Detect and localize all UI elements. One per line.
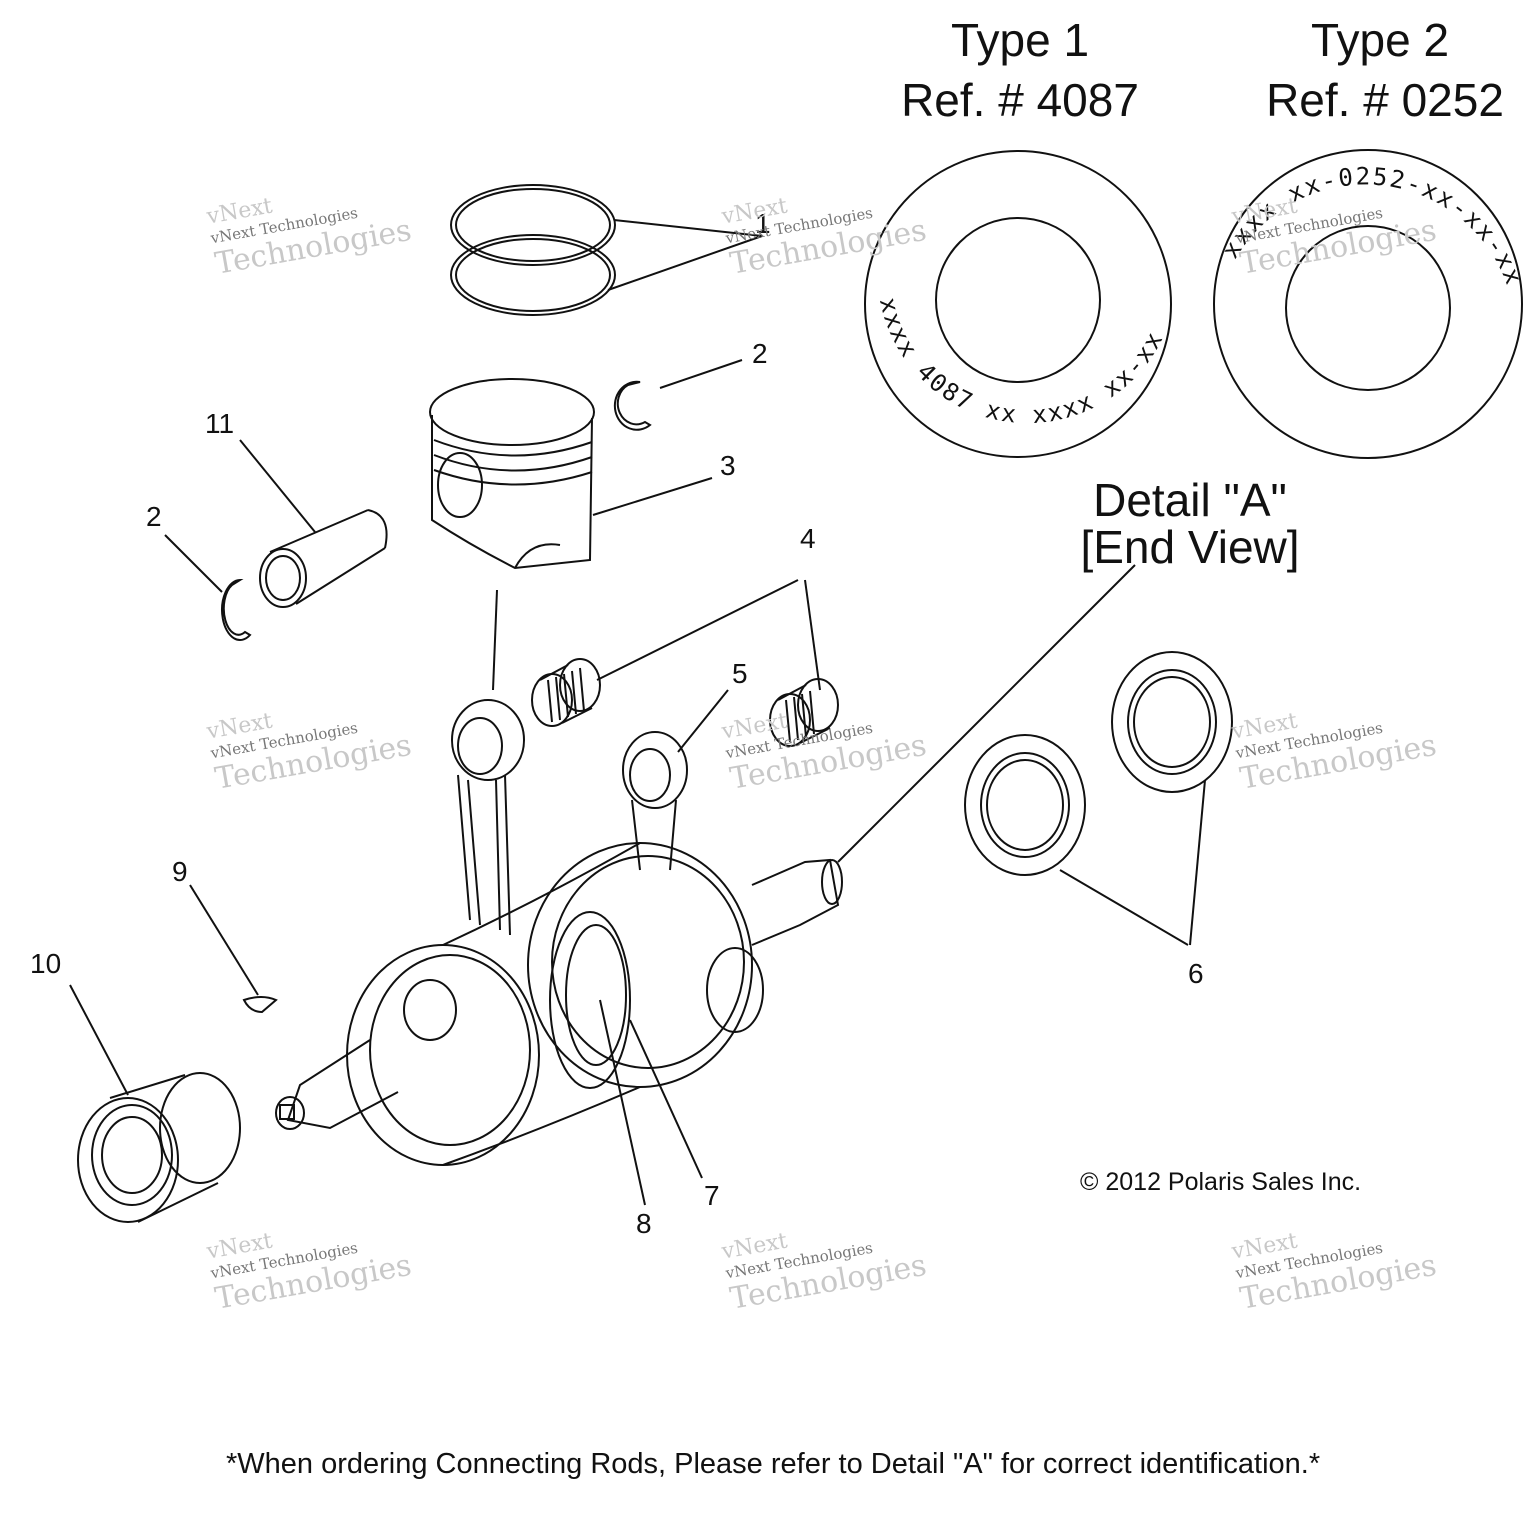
crankshaft (275, 564, 1136, 1166)
callout-11: 11 (205, 408, 235, 439)
connecting-rod-right (622, 689, 729, 871)
piston (429, 378, 713, 570)
circlip-right (613, 359, 743, 431)
needle-bearing-right (769, 579, 839, 747)
connecting-rod-left (451, 699, 525, 936)
callout-4: 4 (800, 523, 816, 554)
detail-title: Detail "A" (1093, 474, 1287, 526)
type1-washer (864, 150, 1172, 458)
callout-10: 10 (30, 948, 62, 979)
piston-pin (239, 439, 388, 608)
type1-title: Type 1 (950, 14, 1090, 66)
type1-marking: xxxx 4087 xx xxxx xx-xx (874, 295, 1169, 429)
type2-washer (1213, 149, 1523, 459)
piston-rings (450, 184, 763, 316)
woodruff-key (189, 884, 278, 1014)
callout-2-clip-left: 2 (146, 501, 162, 532)
type2-ref: Ref. # 0252 (1266, 74, 1504, 126)
callout-1: 1 (755, 208, 771, 239)
copyright-text: © 2012 Polaris Sales Inc. (1080, 1168, 1362, 1196)
callout-3: 3 (720, 450, 736, 481)
type1-ref: Ref. # 4087 (901, 74, 1139, 126)
main-bearing-left (69, 984, 241, 1223)
callout-5: 5 (732, 658, 748, 689)
callout-6: 6 (1188, 958, 1204, 989)
oil-seal-front (964, 734, 1189, 946)
footer-note: *When ordering Connecting Rods, Please r… (226, 1448, 1321, 1480)
callout-7: 7 (704, 1180, 720, 1211)
oil-seal-rear (1111, 651, 1233, 946)
type2-title: Type 2 (1310, 14, 1450, 66)
circlip-left (164, 534, 252, 641)
callout-2-clip-right: 2 (752, 338, 768, 369)
callout-9: 9 (172, 856, 188, 887)
needle-bearing-left (531, 579, 799, 727)
callout-8: 8 (636, 1208, 652, 1239)
detail-subtitle: [End View] (1080, 521, 1300, 573)
